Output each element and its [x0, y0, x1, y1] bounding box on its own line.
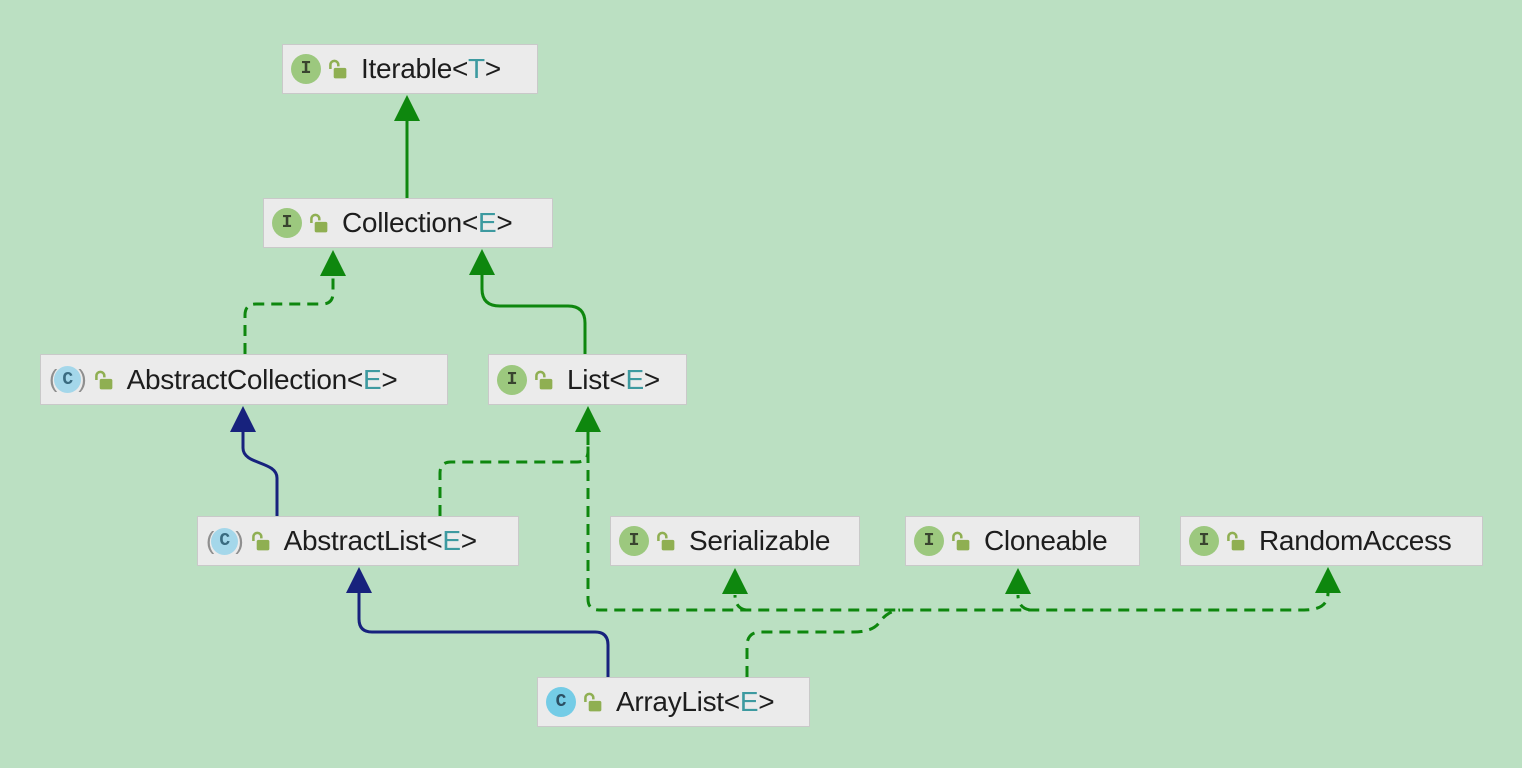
node-label: Cloneable: [984, 525, 1108, 556]
lock-icon: [251, 531, 270, 551]
generic-type: T: [468, 53, 485, 84]
edge-arraylist-implements-serializable: [722, 568, 748, 612]
interface-icon: I: [1189, 526, 1219, 556]
lock-icon: [94, 370, 113, 389]
edge-abstractlist-extends-abstractcollection: [230, 406, 279, 516]
edge-abstractlist-implements-list: [438, 406, 601, 516]
icon-letter: C: [555, 692, 567, 712]
node-label: RandomAccess: [1259, 525, 1452, 556]
abstract-paren: ): [235, 526, 244, 555]
node-label: Collection<E>: [342, 207, 513, 238]
node-label: List<E>: [567, 363, 660, 395]
edge-arraylist-implements-cloneable: [1005, 568, 1031, 612]
icon-letter: I: [506, 369, 518, 390]
lock-icon: [1227, 531, 1245, 551]
class-node-arraylist[interactable]: C ArrayList<E>: [537, 677, 810, 727]
node-label: Serializable: [689, 525, 831, 556]
lock-icon: [952, 531, 970, 551]
class-node-abstract-collection[interactable]: ( C ) AbstractCollection<E>: [40, 354, 448, 405]
node-label: ArrayList<E>: [616, 686, 775, 717]
class-node-collection[interactable]: I Collection<E>: [263, 198, 553, 248]
generic-type: E: [362, 363, 382, 395]
class-icon: C: [546, 687, 576, 717]
class-node-abstract-list[interactable]: ( C ) AbstractList<E>: [197, 516, 519, 566]
lock-icon: [310, 213, 328, 233]
generic-type: E: [739, 686, 759, 717]
lock-icon: [584, 692, 602, 712]
node-label: AbstractList<E>: [283, 525, 477, 556]
class-node-iterable[interactable]: I Iterable<T>: [282, 44, 538, 94]
edge-arraylist-implements-list-randomaccess: [586, 434, 1341, 612]
lock-icon: [657, 531, 675, 551]
icon-letter: C: [62, 369, 74, 390]
abstract-paren: (: [206, 526, 215, 555]
abstract-paren: (: [49, 365, 58, 393]
generic-type: E: [442, 525, 461, 556]
generic-type: E: [478, 207, 497, 238]
edge-list-extends-collection: [469, 249, 587, 354]
icon-letter: I: [281, 213, 293, 233]
icon-letter: I: [300, 59, 312, 79]
edge-collection-extends-iterable: [394, 95, 420, 198]
icon-letter: I: [628, 531, 640, 551]
interface-icon: I: [914, 526, 944, 556]
interface-icon: I: [619, 526, 649, 556]
abstract-paren: ): [78, 365, 87, 393]
generic-type: E: [625, 363, 644, 395]
icon-letter: C: [219, 531, 231, 551]
class-node-random-access[interactable]: I RandomAccess: [1180, 516, 1483, 566]
class-node-list[interactable]: I List<E>: [488, 354, 687, 405]
lock-icon: [535, 370, 553, 389]
edge-arraylist-branch: [745, 608, 901, 677]
icon-letter: I: [923, 531, 935, 551]
edge-arraylist-extends-abstractlist: [346, 567, 610, 677]
interface-icon: I: [272, 208, 302, 238]
interface-icon: I: [291, 54, 321, 84]
abstract-class-icon: C: [211, 527, 239, 555]
class-node-cloneable[interactable]: I Cloneable: [905, 516, 1140, 566]
interface-icon: I: [497, 364, 527, 395]
node-label: Iterable<T>: [361, 53, 501, 84]
edge-abstractcollection-implements-collection: [243, 250, 346, 354]
lock-icon: [329, 59, 347, 79]
class-node-serializable[interactable]: I Serializable: [610, 516, 860, 566]
abstract-class-icon: C: [54, 366, 82, 393]
icon-letter: I: [1198, 531, 1210, 551]
node-label: AbstractCollection<E>: [126, 363, 398, 395]
